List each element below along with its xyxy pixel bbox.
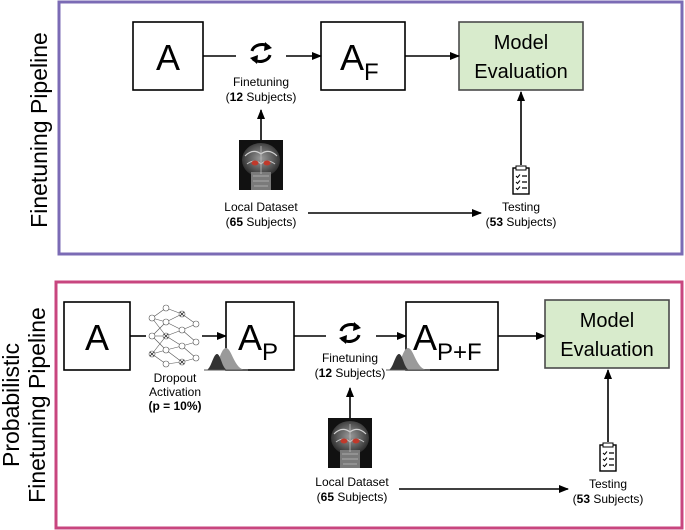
brain-scan-icon <box>327 417 373 469</box>
testing-count-2: (53 Subjects) <box>573 492 644 506</box>
box-a-label: A <box>156 37 180 78</box>
testing-count: (53 Subjects) <box>486 215 557 229</box>
finetuning-count: (12 Subjects) <box>226 90 297 104</box>
dropout-label-line1: Dropout <box>154 371 197 385</box>
finetuning-label-2: Finetuning <box>322 351 378 365</box>
model-evaluation-line1: Model <box>494 32 548 54</box>
neural-network-icon <box>148 304 200 368</box>
brain-scan-icon <box>238 139 284 191</box>
panel2-title-line2: Finetuning Pipeline <box>24 307 50 503</box>
box-af-label: AF <box>340 37 379 86</box>
panel-probabilistic-border <box>54 280 684 530</box>
finetuning-count-2: (12 Subjects) <box>315 366 386 380</box>
box-ap-subscript: P <box>262 339 278 366</box>
local-dataset-count-2: (65 Subjects) <box>317 490 388 504</box>
model-evaluation-2-line2: Evaluation <box>560 339 653 361</box>
box-apf <box>405 301 499 371</box>
box-a-2-label: A <box>85 317 109 358</box>
dropout-probability: (p = 10%) <box>148 399 201 413</box>
dropout-label-line2: Activation <box>149 385 201 399</box>
panel2-diagram: A Dropout Activation (p = 10%) AP <box>63 299 670 506</box>
panel1-title: Finetuning Pipeline <box>26 32 52 228</box>
local-dataset-label-2: Local Dataset <box>315 475 389 489</box>
panel2-title-line1: Probabilistic <box>0 343 24 467</box>
checklist-icon <box>599 442 617 472</box>
box-af-subscript: F <box>364 59 379 86</box>
box-a-2 <box>63 301 131 371</box>
cycle-arrows-icon <box>337 320 363 346</box>
cycle-arrows-icon <box>248 40 274 66</box>
checklist-icon <box>512 165 530 195</box>
testing-label-2: Testing <box>589 477 627 491</box>
panel-finetuning-border <box>57 0 684 256</box>
model-evaluation-line2: Evaluation <box>474 61 567 83</box>
model-evaluation-box-2 <box>544 299 670 369</box>
model-evaluation-box <box>458 21 584 91</box>
local-dataset-count: (65 Subjects) <box>226 215 297 229</box>
box-apf-subscript: P+F <box>437 339 482 366</box>
model-evaluation-2-line1: Model <box>580 310 634 332</box>
box-ap-label: AP <box>238 317 278 366</box>
local-dataset-label: Local Dataset <box>224 200 298 214</box>
panel1-diagram: A AF Model Evaluation Finetuning (12 Sub… <box>132 21 584 229</box>
finetuning-label: Finetuning <box>233 75 289 89</box>
box-apf-label: AP+F <box>413 317 482 366</box>
testing-label: Testing <box>502 200 540 214</box>
